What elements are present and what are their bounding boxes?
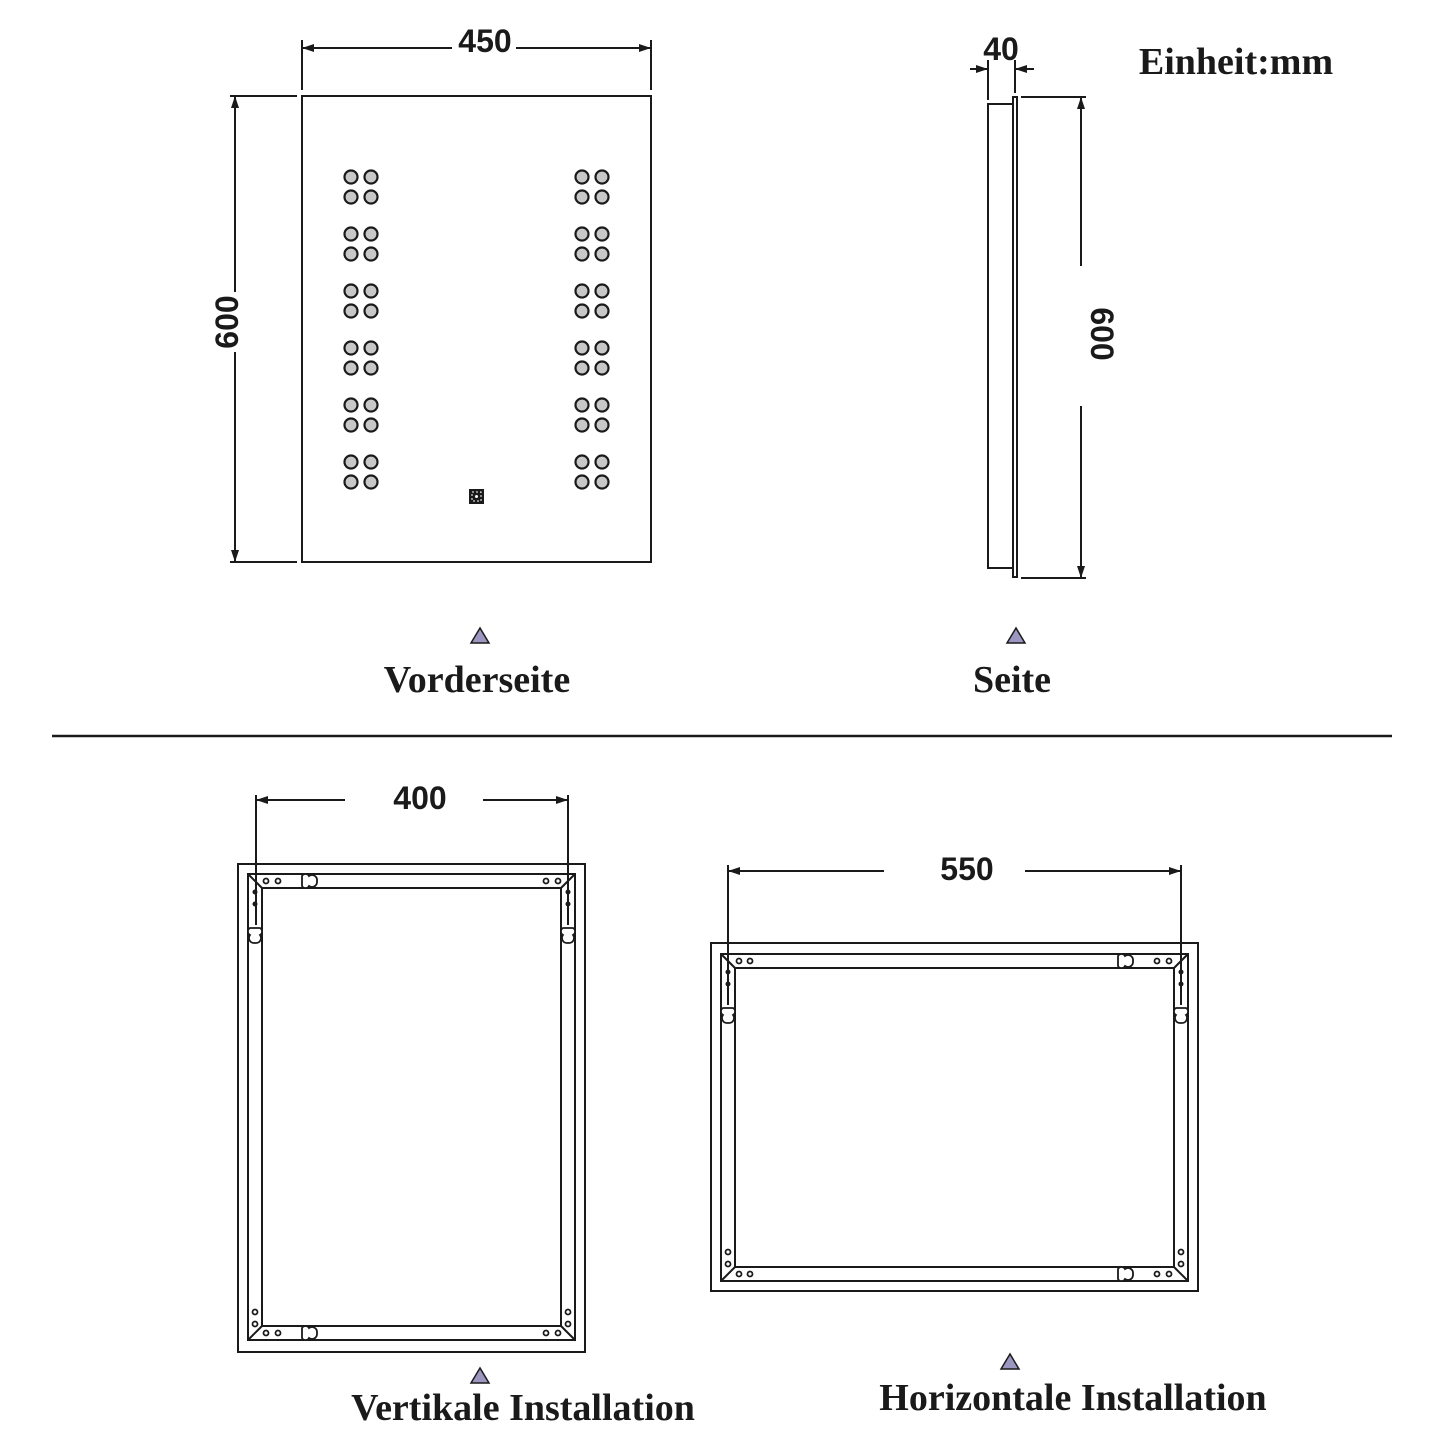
screw-holes [724, 957, 1185, 1278]
mirror-front-outline [301, 95, 652, 563]
mirror-side-body [987, 103, 1014, 569]
front-view: 450 600 [209, 23, 652, 701]
view-marker-icon [999, 1352, 1021, 1370]
hanger-keyhole-icon [720, 1007, 736, 1024]
mirror-side-glass [1012, 96, 1018, 578]
hanger-keyhole-icon [301, 1325, 318, 1341]
view-marker-icon [469, 1366, 491, 1384]
view-marker-icon [469, 626, 491, 644]
hanger-keyhole-icon [1117, 953, 1134, 969]
horizontal-outer-frame [710, 942, 1199, 1292]
view-marker-icon [1005, 626, 1027, 644]
led-column-left [343, 169, 379, 490]
horizontal-inner-panel [734, 967, 1175, 1268]
side-height-label: 600 [1084, 307, 1120, 360]
horizontal-hanger-dimension: 550 [727, 851, 1182, 1005]
hanger-keyhole-icon [301, 873, 318, 889]
front-width-dimension: 450 [301, 23, 652, 90]
hanger-keyhole-icon [247, 927, 263, 944]
front-height-dimension: 600 [209, 95, 297, 563]
side-depth-dimension: 40 [970, 31, 1034, 100]
unit-label: Einheit:mm [1139, 41, 1333, 83]
screw-holes [251, 877, 572, 1337]
front-height-label: 600 [209, 295, 245, 348]
vertical-back-frame [247, 873, 576, 1341]
hanger-keyhole-icon [560, 927, 576, 944]
side-depth-label: 40 [983, 31, 1019, 67]
vertical-installation-label: Vertikale Installation [351, 1387, 695, 1429]
vertical-outer-frame [237, 863, 586, 1353]
front-view-label: Vorderseite [384, 659, 570, 701]
led-column-right [574, 169, 610, 490]
horizontal-back-frame [720, 953, 1189, 1282]
hanger-keyhole-icon [1173, 1007, 1189, 1024]
hanger-keyhole-icon [1117, 1266, 1134, 1282]
front-width-label: 450 [458, 23, 511, 59]
horizontal-installation-view: 550 Horizontale Installation [710, 851, 1267, 1419]
horizontal-hanger-spacing-label: 550 [940, 851, 993, 887]
horizontal-installation-label: Horizontale Installation [879, 1377, 1266, 1419]
side-view: 40 600 Seite [970, 31, 1120, 701]
vertical-hanger-dimension: 400 [255, 780, 569, 925]
side-view-label: Seite [973, 659, 1051, 701]
vertical-hanger-spacing-label: 400 [393, 780, 446, 816]
vertical-inner-panel [261, 887, 562, 1327]
touch-sensor-icon [469, 489, 484, 504]
vertical-installation-view: 400 Vertikale Installation [237, 780, 695, 1429]
side-height-dimension: 600 [1021, 96, 1120, 579]
